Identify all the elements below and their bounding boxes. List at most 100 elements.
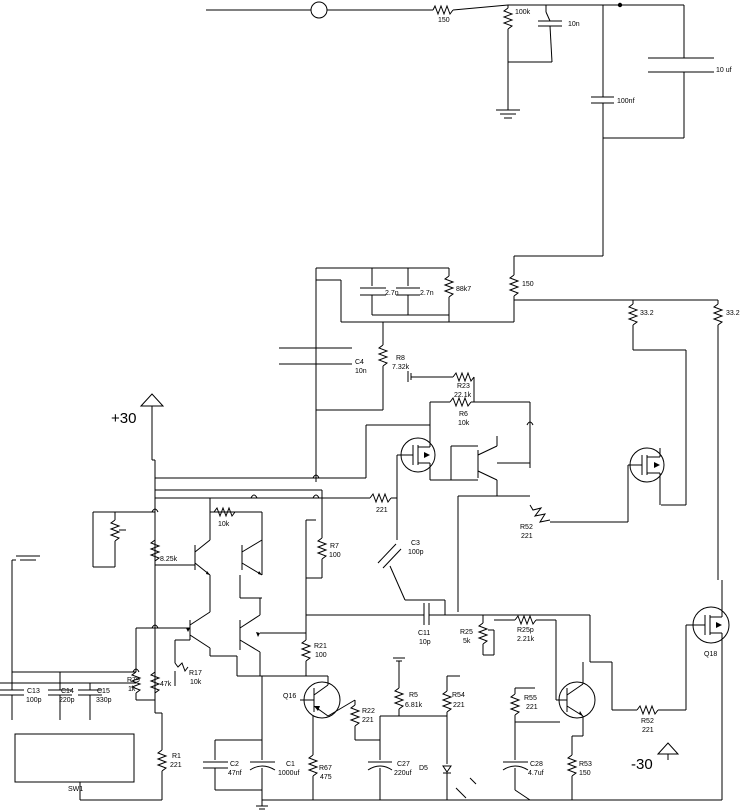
resistor-r53-icon	[566, 754, 578, 777]
label-r53-val: 150	[579, 770, 591, 777]
resistor-r25-icon	[477, 622, 489, 645]
label-r1-name: R1	[172, 753, 181, 760]
label-r-8p25k: 8.25k	[160, 556, 178, 563]
top-input-network	[206, 1, 714, 257]
label-c2-name: C2	[230, 761, 239, 768]
label-c3-val: 100p	[408, 549, 424, 556]
label-c-10uf: 10 uf	[716, 67, 732, 74]
label-r52b-val: 221	[642, 727, 654, 734]
rail-negative-label: -30	[631, 756, 653, 773]
switch-sw1-box[interactable]	[14, 733, 135, 783]
label-r-47k: 47k	[160, 681, 172, 688]
label-d5: D5	[419, 765, 428, 772]
diode-d5-icon	[442, 765, 452, 773]
resistor-r5-icon	[393, 687, 405, 710]
label-r79-name: R79	[127, 677, 140, 684]
resistor-r1-icon	[156, 749, 168, 772]
resistor-r8-icon	[377, 344, 389, 367]
label-r-10k-mid: 10k	[218, 521, 230, 528]
label-r25-val: 5k	[463, 638, 471, 645]
label-r-33p2-a: 33.2	[640, 310, 654, 317]
transistor-q16	[300, 675, 341, 755]
label-c28-name: C28	[530, 761, 543, 768]
label-c13-name: C13	[27, 688, 40, 695]
ground-icon-small	[407, 371, 412, 382]
resistor-r22-icon	[349, 704, 361, 727]
label-c2-val: 47nf	[228, 770, 242, 777]
resistor-47k-icon	[149, 671, 161, 694]
label-r7-val: 100	[329, 552, 341, 559]
current-mirror	[155, 598, 306, 686]
label-r54-name: R54	[452, 692, 465, 699]
input-diff-pair	[155, 498, 263, 599]
label-c28-val: 4.7uf	[528, 770, 544, 777]
input-terminal-icon	[310, 1, 328, 19]
label-r21-name: R21	[314, 643, 327, 650]
label-r67-val: 475	[320, 774, 332, 781]
resistor-r17-icon	[174, 662, 189, 673]
label-r6-name: R6	[459, 411, 468, 418]
input-filter-left	[0, 555, 168, 801]
label-r53-name: R53	[579, 761, 592, 768]
label-c3-name: C3	[411, 540, 420, 547]
label-r25-name: R25	[460, 629, 473, 636]
resistor-r79-icon	[130, 671, 142, 694]
label-r52a-val: 221	[521, 533, 533, 540]
label-r21-val: 100	[315, 652, 327, 659]
resistor-r21-icon	[300, 639, 312, 662]
resistor-88k7-icon	[443, 275, 455, 298]
label-c1-name: C1	[286, 761, 295, 768]
label-r52a-name: R52	[520, 524, 533, 531]
label-c11-name: C11	[418, 630, 430, 637]
resistor-r54-icon	[441, 690, 453, 713]
label-c-2p7n-b: 2.7n	[420, 290, 434, 297]
resistor-100k-icon	[502, 7, 514, 30]
label-c4-name: C4	[355, 359, 364, 366]
label-c27-val: 220uf	[394, 770, 412, 777]
label-r55-name: R55	[524, 695, 537, 702]
resistor-33p2-b-icon	[712, 303, 724, 326]
label-r52b-name: R52	[641, 718, 654, 725]
label-r-33p2-b: 33.2	[726, 310, 740, 317]
resistor-r7-icon	[316, 537, 328, 560]
positive-rail	[139, 393, 370, 700]
label-r55-val: 221	[526, 704, 538, 711]
label-r7-name: R7	[330, 543, 339, 550]
label-c4-val: 10n	[355, 368, 367, 375]
label-r17-val: 10k	[190, 679, 202, 686]
feedback-network	[279, 256, 724, 580]
label-r-88k7: 88k7	[456, 286, 471, 293]
label-r-221-mid: 221	[376, 507, 388, 514]
label-r-150-top: 150	[438, 17, 450, 24]
rail-positive-label: +30	[111, 410, 136, 427]
label-r25p-name: R25p	[517, 627, 534, 634]
label-c27-name: C27	[397, 761, 410, 768]
ground-icon-mid	[393, 657, 405, 662]
label-r79-val: 1k	[128, 686, 136, 693]
trim-pot-left	[92, 511, 155, 568]
label-r17-name: R17	[189, 670, 202, 677]
label-r67-name: R67	[319, 765, 332, 772]
label-c15-val: 330p	[96, 697, 112, 704]
label-c14-val: 220p	[59, 697, 75, 704]
resistor-r55-icon	[509, 693, 521, 716]
label-r6-val: 10k	[458, 420, 470, 427]
resistor-221-mid-icon	[369, 492, 392, 504]
resistor-8p25k-icon	[149, 539, 161, 562]
label-r23-val: 22.1k	[454, 392, 472, 399]
resistor-150-top-icon	[432, 4, 454, 16]
resistor-r25p-icon	[514, 614, 537, 626]
label-r23-name: R23	[457, 383, 470, 390]
rail-arrow-up-icon	[139, 393, 165, 407]
label-c-2p7n-a: 2.7n	[385, 290, 399, 297]
label-c15-name: C15	[97, 688, 110, 695]
label-c-100nf: 100nf	[617, 98, 635, 105]
ground-icon-top	[496, 109, 520, 119]
label-r1-val: 221	[170, 762, 182, 769]
label-c13-val: 100p	[26, 697, 42, 704]
label-r8-name: R8	[396, 355, 405, 362]
resistor-r67-icon	[307, 754, 319, 777]
label-r25p-val: 2.21k	[517, 636, 535, 643]
label-c14-name: C14	[61, 688, 74, 695]
